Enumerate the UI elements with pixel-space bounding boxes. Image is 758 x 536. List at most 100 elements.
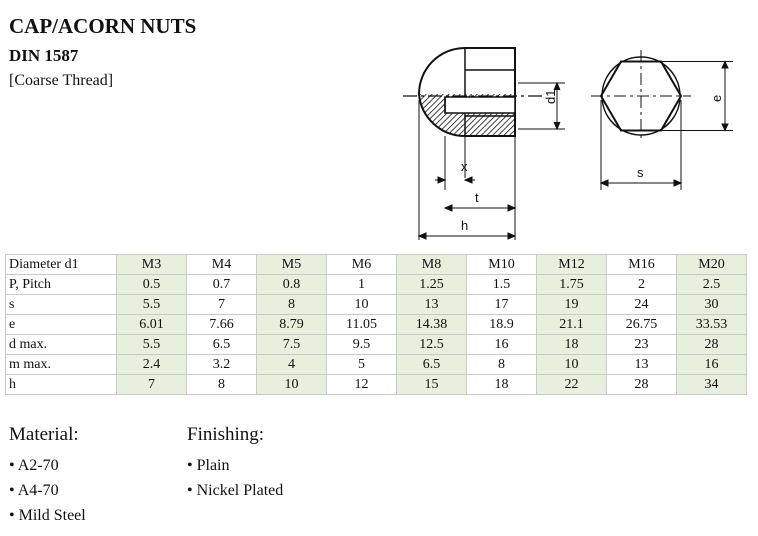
table-cell: 6.01 (116, 314, 187, 335)
table-cell: 5.5 (116, 334, 187, 355)
table-cell: 4 (256, 354, 327, 375)
table-cell: 18.9 (466, 314, 537, 335)
finishing-item: • Nickel Plated (187, 482, 284, 499)
table-cell: 5.5 (116, 294, 187, 315)
t-label: t (475, 190, 479, 205)
e-dimension (661, 60, 733, 132)
technical-drawing: d1 x t h e (403, 47, 733, 240)
s-label: s (637, 165, 644, 180)
table-cell: 3.2 (186, 354, 257, 375)
table-cell: 22 (536, 374, 607, 395)
table-cell: 8.79 (256, 314, 327, 335)
table-cell: 24 (606, 294, 677, 315)
table-cell: 28 (606, 374, 677, 395)
thread-type-label: [Coarse Thread] (9, 72, 114, 89)
table-cell: 23 (606, 334, 677, 355)
table-cell: 7.66 (186, 314, 257, 335)
table-cell: M16 (606, 254, 677, 275)
table-cell: 9.5 (326, 334, 397, 355)
d1-dimension (518, 81, 565, 131)
table-cell: 34 (676, 374, 747, 395)
material-item: • Mild Steel (9, 507, 86, 524)
table-cell: 6.5 (396, 354, 467, 375)
top-view (591, 50, 691, 142)
table-cell: 19 (536, 294, 607, 315)
row-label: s (5, 294, 117, 315)
table-cell: 7.5 (256, 334, 327, 355)
table-cell: 0.5 (116, 274, 187, 295)
finishing-heading: Finishing: (187, 424, 265, 445)
row-label: m max. (5, 354, 117, 375)
table-cell: 7 (116, 374, 187, 395)
table-cell: 8 (186, 374, 257, 395)
table-cell: 30 (676, 294, 747, 315)
table-cell: 0.8 (256, 274, 327, 295)
x-dimension (435, 176, 475, 184)
table-cell: 33.53 (676, 314, 747, 335)
table-cell: 18 (466, 374, 537, 395)
x-label: x (461, 159, 468, 174)
table-cell: 15 (396, 374, 467, 395)
side-view (418, 47, 516, 138)
row-label: d max. (5, 334, 117, 355)
standard-label: DIN 1587 (9, 46, 79, 65)
d1-label: d1 (543, 90, 558, 104)
table-cell: M20 (676, 254, 747, 275)
table-cell: 2.4 (116, 354, 187, 375)
table-cell: M12 (536, 254, 607, 275)
table-cell: 8 (256, 294, 327, 315)
table-cell: 10 (326, 294, 397, 315)
table-cell: 14.38 (396, 314, 467, 335)
material-item: • A4-70 (9, 482, 59, 499)
material-heading: Material: (9, 424, 79, 445)
table-cell: 1 (326, 274, 397, 295)
table-cell: 12.5 (396, 334, 467, 355)
table-cell: 26.75 (606, 314, 677, 335)
table-cell: M6 (326, 254, 397, 275)
table-cell: 18 (536, 334, 607, 355)
table-cell: 6.5 (186, 334, 257, 355)
row-label: e (5, 314, 117, 335)
finishing-item: • Plain (187, 457, 230, 474)
table-cell: 12 (326, 374, 397, 395)
table-cell: 16 (466, 334, 537, 355)
table-cell: 17 (466, 294, 537, 315)
h-label: h (461, 218, 468, 233)
table-cell: 16 (676, 354, 747, 375)
table-cell: 11.05 (326, 314, 397, 335)
table-cell: 10 (536, 354, 607, 375)
table-cell: 13 (606, 354, 677, 375)
e-label: e (709, 95, 724, 102)
table-cell: M5 (256, 254, 327, 275)
table-cell: 2.5 (676, 274, 747, 295)
t-dimension (443, 204, 517, 212)
material-item: • A2-70 (9, 457, 59, 474)
finishing-section: Finishing: • Plain • Nickel Plated (187, 424, 283, 503)
table-cell: 7 (186, 294, 257, 315)
table-cell: 28 (676, 334, 747, 355)
table-cell: M3 (116, 254, 187, 275)
table-cell: 1.75 (536, 274, 607, 295)
row-label: h (5, 374, 117, 395)
table-cell: M10 (466, 254, 537, 275)
table-cell: 2 (606, 274, 677, 295)
table-cell: 1.25 (396, 274, 467, 295)
table-cell: M8 (396, 254, 467, 275)
table-cell: M4 (186, 254, 257, 275)
row-label: Diameter d1 (5, 254, 117, 275)
page-title: CAP/ACORN NUTS (9, 14, 197, 38)
table-cell: 13 (396, 294, 467, 315)
s-dimension (599, 100, 683, 190)
table-cell: 1.5 (466, 274, 537, 295)
table-cell: 5 (326, 354, 397, 375)
table-cell: 10 (256, 374, 327, 395)
row-label: P, Pitch (5, 274, 117, 295)
material-section: Material: • A2-70 • A4-70 • Mild Steel (9, 424, 86, 528)
